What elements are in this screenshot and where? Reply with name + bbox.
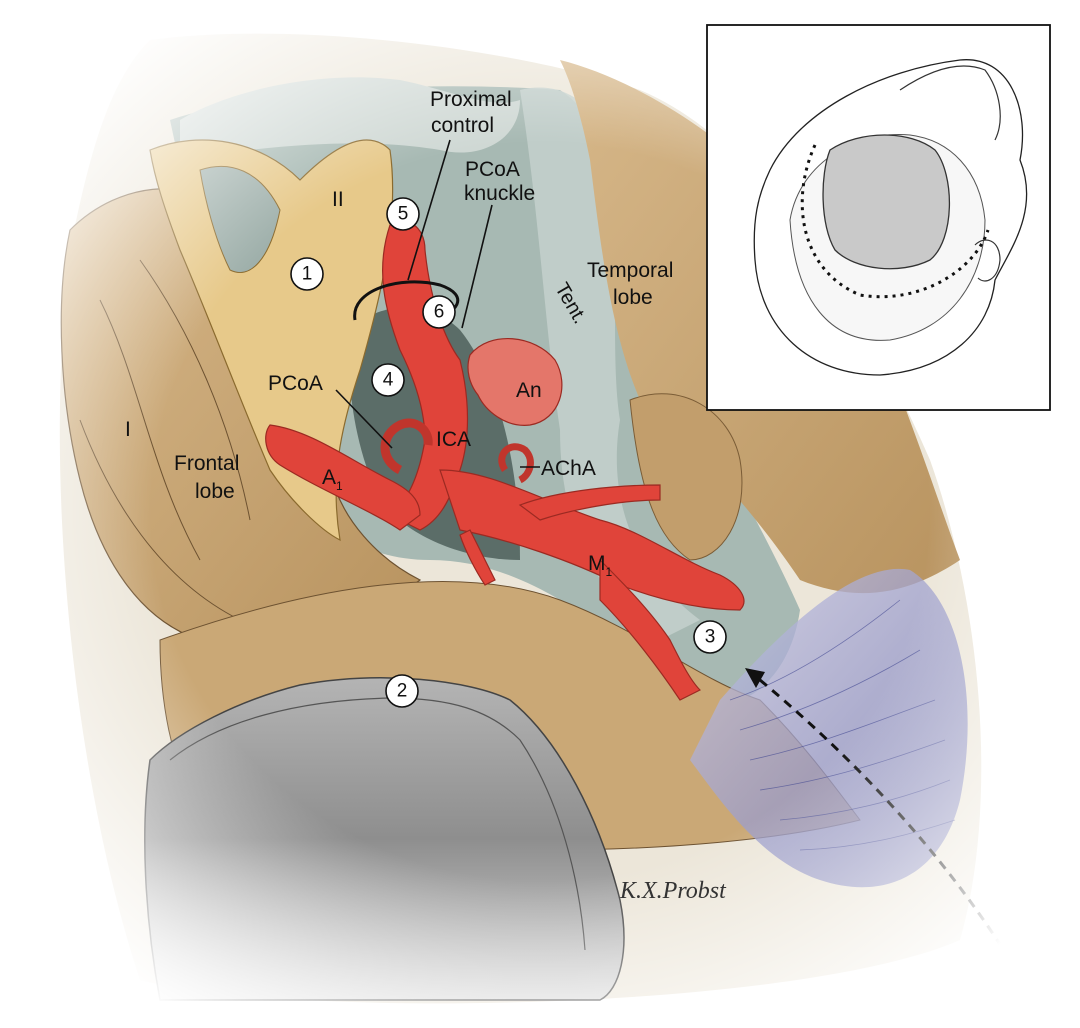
marker-3: 3	[693, 620, 727, 654]
inset-craniotomy	[822, 134, 951, 270]
marker-6: 6	[422, 295, 456, 329]
marker-2-text: 2	[397, 681, 408, 702]
label-pcoa-knuckle-line2: knuckle	[464, 182, 535, 205]
leader-proximal-control	[407, 139, 451, 281]
inset-panel	[706, 24, 1051, 411]
marker-4-text: 4	[383, 370, 394, 391]
label-aneurysm: An	[516, 379, 542, 402]
label-proximal-control-line1: Proximal	[430, 88, 512, 111]
label-frontal-lobe-line1: Frontal	[174, 452, 239, 475]
marker-4: 4	[371, 363, 405, 397]
marker-6-text: 6	[434, 302, 445, 323]
inset-ear	[974, 239, 1001, 282]
label-a1-sub: 1	[336, 479, 343, 493]
label-ica: ICA	[436, 428, 471, 451]
leader-pcoa	[335, 389, 393, 449]
marker-1-text: 1	[302, 264, 313, 285]
label-m1-main: M	[588, 552, 606, 575]
leader-pcoa-knuckle	[461, 204, 493, 329]
label-a1: A1	[322, 466, 343, 493]
label-acha: AChA	[541, 457, 596, 480]
label-temporal-lobe-line2: lobe	[613, 286, 653, 309]
label-m1: M1	[588, 552, 613, 579]
label-pcoa-knuckle-line1: PCoA	[465, 158, 520, 181]
label-optic-nerve: II	[332, 188, 344, 211]
label-pcoa: PCoA	[268, 372, 323, 395]
label-proximal-control-line2: control	[431, 114, 494, 137]
label-olfactory: I	[125, 418, 131, 441]
marker-2: 2	[385, 674, 419, 708]
marker-3-text: 3	[705, 627, 716, 648]
marker-5-text: 5	[398, 204, 409, 225]
label-m1-sub: 1	[606, 565, 613, 579]
label-temporal-lobe-line1: Temporal	[587, 259, 673, 282]
artist-signature: K.X.Probst	[619, 878, 727, 904]
label-a1-main: A	[322, 466, 336, 489]
label-frontal-lobe-line2: lobe	[195, 480, 235, 503]
marker-5: 5	[386, 197, 420, 231]
inset-face	[899, 65, 1001, 141]
marker-1: 1	[290, 257, 324, 291]
leader-lines	[335, 139, 540, 468]
